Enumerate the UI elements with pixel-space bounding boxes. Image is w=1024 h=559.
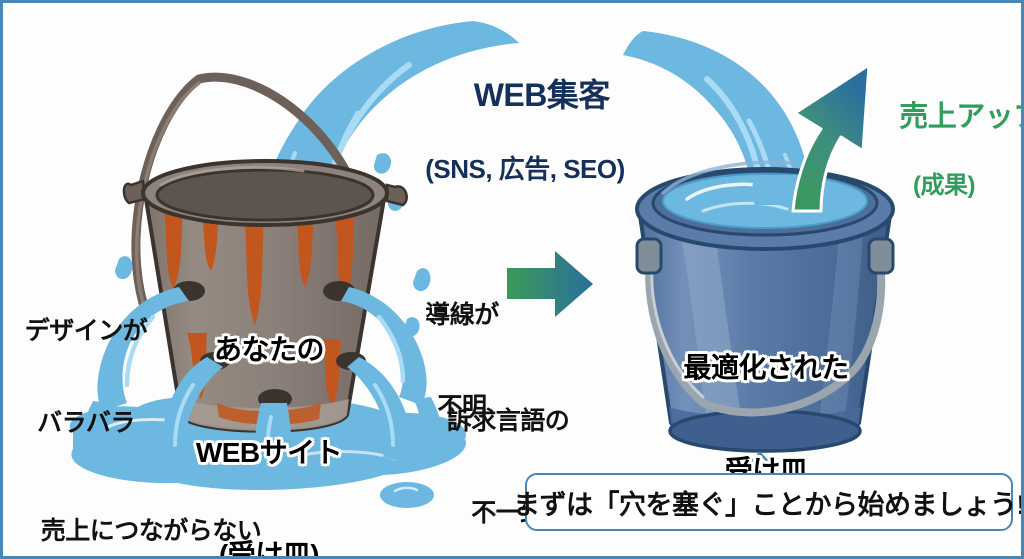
leak-jets [82,287,442,469]
optimized-bucket-label-line1: 最適化された [683,352,849,384]
inflow-subtitle-text: (SNS, 広告, SEO) [425,154,625,185]
transition-arrow-graphic [507,251,593,317]
leaky-bucket-graphic [82,72,442,469]
leaky-bucket-label-line1: あなたの [213,334,325,366]
outcome-title-text: 売上アップ [899,101,1021,134]
puddle-droplet [380,482,434,508]
problem-line1: 売上につながらない [40,517,262,545]
outcome-subtitle-text: (成果) [913,172,975,200]
problem-label-no-sales: 売上につながらない (機会損失) [27,455,275,556]
problem-line2: 不明 [437,392,487,421]
growth-arrow-graphic [791,63,871,213]
inflow-title: WEB集客 (SNS, 広告, SEO) [375,37,675,264]
callout-tail-shape [739,451,781,476]
leaky-bucket-label-line3: (受け皿) [218,539,320,559]
optimized-bucket-graphic [635,160,895,453]
action-callout: まずは「穴を塞ぐ」ことから始めましょう! [513,473,1021,531]
problem-line1: 導線が [425,301,499,329]
problem-line1: デザインが [24,317,148,345]
leaky-bucket-label: あなたの WEBサイト (受け皿) [185,265,353,559]
problem-line1: 訴求言語の [446,407,570,435]
action-callout-text: まずは「穴を塞ぐ」ことから始めましょう! [513,489,1024,520]
problem-label-design-inconsistent: デザインが バラバラ [11,255,161,499]
inflow-title-text: WEB集客 [473,77,611,114]
outcome-title: 売上アップ (成果) [869,65,1021,271]
problem-label-unclear-flow: 導線が 不明 [409,239,515,483]
leaky-bucket-label-line2: WEBサイト [195,436,343,468]
illustration-layer [69,21,895,508]
problem-line2: バラバラ [37,408,135,437]
